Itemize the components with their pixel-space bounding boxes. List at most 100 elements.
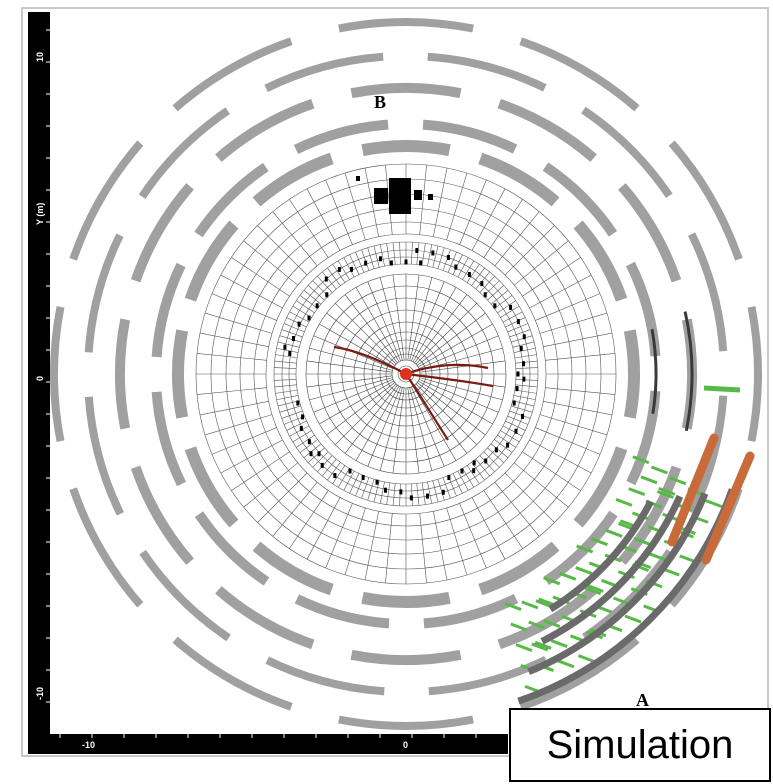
calo-segment (543, 401, 613, 416)
chamber-segment (265, 656, 385, 696)
simulation-badge: Simulation (509, 708, 771, 782)
calo-segment-inner (437, 247, 445, 269)
track-4 (405, 373, 449, 441)
particle-tracks (333, 345, 494, 441)
muon-hit (669, 476, 687, 486)
tracker-segment (309, 377, 393, 401)
simulation-label: Simulation (546, 722, 734, 767)
muon-hit (586, 584, 604, 593)
calo-segment (211, 427, 277, 455)
calo-segment (419, 513, 427, 584)
calo-segment-inner (411, 242, 413, 265)
tracker-segment (407, 274, 420, 361)
calo-segment-inner (392, 483, 396, 506)
energy-hit (309, 451, 313, 457)
calo-segment-inner (337, 260, 350, 280)
calo-segment-inner (462, 468, 475, 488)
tracker-segment (419, 360, 506, 373)
calo-segment (483, 199, 523, 258)
calo-segment-inner (411, 483, 413, 506)
energy-hit (512, 400, 516, 406)
calo-segment-inner (379, 244, 385, 267)
calo-segment (344, 172, 366, 241)
calo-segment-inner (515, 360, 538, 364)
calo-segment-inner (392, 242, 396, 265)
calo-segment-inner (432, 245, 439, 268)
calo-segment (364, 511, 379, 581)
region-label-a: A (636, 690, 649, 710)
chamber-segment (542, 162, 618, 237)
calo-segment-inner (466, 465, 480, 484)
calo-segment-inner (447, 251, 457, 273)
muon-hit (648, 552, 666, 561)
tracker-segment (344, 294, 398, 364)
chamber-segment (294, 594, 390, 629)
trigger-chamber (701, 451, 755, 565)
energy-hit (283, 344, 287, 350)
x-tick-minus-10: -10 (82, 740, 95, 750)
chamber-segment (50, 306, 65, 442)
muon-hit (658, 486, 676, 496)
energy-hit (522, 376, 526, 382)
hit-chamber (540, 494, 684, 645)
tracker-segment (326, 312, 396, 366)
chamber-segment (172, 329, 189, 419)
chamber-segment (84, 233, 124, 353)
energy-hit (333, 473, 337, 479)
calo-segment-inner (289, 311, 310, 323)
muon-hit (559, 571, 577, 581)
energy-hit (506, 442, 510, 448)
calo-segment (211, 293, 277, 321)
calo-segment-inner (462, 260, 475, 280)
calo-segment-inner (277, 400, 300, 407)
calo-segment (243, 240, 298, 286)
chamber-segment (618, 183, 682, 283)
y-axis-label: Y (m) (35, 203, 45, 225)
muon-hit (575, 566, 593, 575)
chamber-segment (361, 140, 451, 157)
calo-segment-inner (502, 311, 523, 323)
energy-hit (509, 304, 513, 310)
calo-segment-inner (275, 389, 298, 394)
calo-segment-inner (281, 410, 303, 419)
calo-segment (529, 274, 592, 309)
chamber-segment (151, 391, 186, 487)
calo-segment (196, 353, 267, 361)
energy-hit (415, 247, 419, 253)
calo-segment-inner (373, 245, 380, 268)
chamber-segment (688, 232, 728, 352)
x-tick-0: 0 (403, 740, 408, 750)
muon-chambers (50, 18, 762, 730)
calo-segment (204, 414, 273, 436)
tracker-segment (412, 385, 457, 461)
muon-hit (640, 475, 658, 485)
muon-hit (632, 455, 650, 465)
y-tick-10: 10 (35, 52, 45, 62)
calo-segment-inner (299, 439, 318, 453)
calo-segment (504, 225, 555, 276)
calo-segment (522, 257, 581, 297)
energy-hit (384, 487, 388, 493)
calo-segment (471, 188, 506, 251)
calo-segment-inner (442, 249, 451, 271)
calo-segment-inner (343, 470, 355, 491)
energy-hit (460, 468, 464, 474)
chamber-segment (264, 52, 384, 92)
region-label-b: B (374, 92, 386, 112)
chamber-segment (478, 541, 560, 596)
energy-hit (472, 460, 476, 466)
calo-segment-inner (283, 323, 305, 333)
chamber-segment (423, 594, 519, 629)
calo-segment-inner (512, 400, 535, 407)
calo-segment (243, 462, 298, 508)
chamber-segment (84, 396, 124, 516)
calo-segment-inner (427, 481, 433, 504)
energy-hit (288, 351, 292, 357)
energy-hit (522, 361, 526, 367)
energy-hit (516, 371, 520, 377)
energy-hit (521, 413, 525, 419)
muon-hit (577, 654, 595, 664)
calo-segment-inner (497, 434, 516, 448)
energy-hit (404, 259, 408, 265)
energy-hit (301, 414, 305, 420)
